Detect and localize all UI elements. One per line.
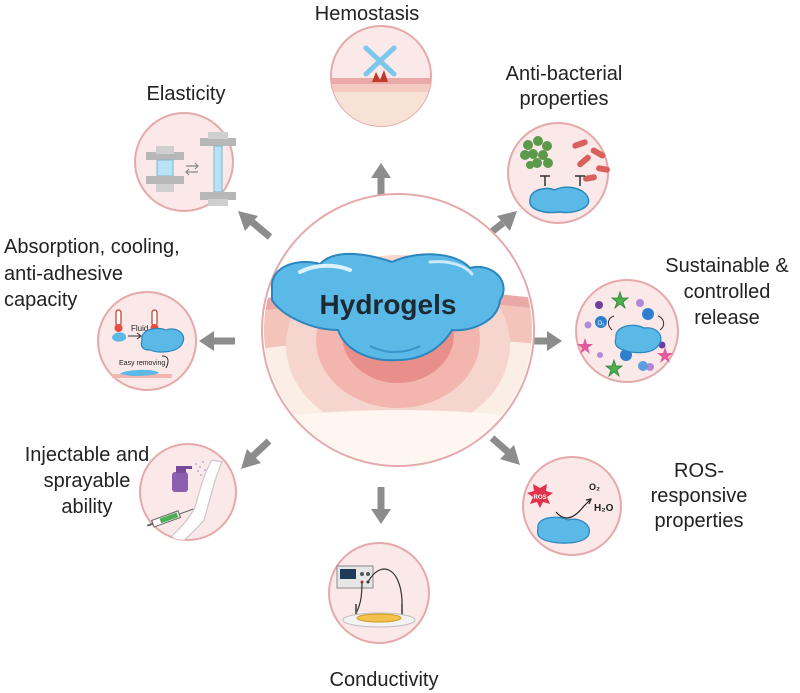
- ros-label-line-2: responsive: [651, 485, 748, 507]
- cocci-bacteria-icon: [520, 136, 553, 169]
- conductivity-circle: [328, 542, 430, 644]
- injectable-label-line-3: ability: [61, 496, 112, 518]
- release-label: Sustainable & controlled release: [665, 255, 789, 329]
- release-label-line-1: Sustainable &: [665, 255, 789, 277]
- antibacterial-label-line-2: properties: [520, 88, 609, 110]
- absorption-label-line-2: anti-adhesive: [4, 263, 123, 285]
- h2o-label: H₂O: [594, 503, 614, 514]
- center-circle: Hydrogels: [261, 193, 535, 467]
- syringe-icon: [146, 508, 194, 528]
- drop-icon: [112, 332, 127, 342]
- absorption-label-line-3: capacity: [4, 289, 77, 311]
- antibacterial-circle: [507, 122, 610, 224]
- arrow-upper-left: [238, 211, 273, 240]
- conductivity-label: Conductivity: [330, 669, 439, 691]
- fluid-label: Fluid: [131, 324, 148, 333]
- inhibit-icon: [540, 175, 585, 186]
- absorption-label-line-1: Absorption, cooling,: [4, 236, 180, 258]
- arrow-lower-left: [241, 438, 272, 469]
- elasticity-circle: [134, 112, 236, 212]
- ros-label-group: ROS- responsive properties: [651, 460, 748, 532]
- center-title: Hydrogels: [320, 289, 457, 320]
- release-label-line-2: controlled: [684, 281, 771, 303]
- easy-removing-label: Easy removing: [119, 360, 165, 367]
- arrow-left: [199, 331, 235, 351]
- hydrogel-icon: [140, 327, 185, 353]
- ros-label-line-1: ROS-: [674, 460, 724, 482]
- o2-label: O₂: [589, 482, 600, 492]
- ros-label-line-3: properties: [655, 510, 744, 532]
- elasticity-label: Elasticity: [147, 83, 226, 105]
- arrow-lower-right: [489, 435, 520, 465]
- injectable-label-line-2: sprayable: [44, 470, 131, 492]
- antibacterial-label-line-1: Anti-bacterial: [506, 63, 623, 85]
- hydrogel-icon: [529, 186, 590, 214]
- hemostasis-label: Hemostasis: [315, 3, 419, 25]
- hydrogel-blob: [270, 252, 505, 362]
- injectable-circle: [139, 443, 237, 541]
- hydrogel-icon: [614, 324, 662, 354]
- cross-icon: [363, 45, 397, 77]
- antibacterial-label: Anti-bacterial properties: [506, 63, 623, 110]
- injectable-label: Injectable and sprayable ability: [25, 444, 150, 518]
- ros-label: ROS: [533, 495, 546, 501]
- tensile-tester-icon: [146, 132, 236, 206]
- spray-bottle-icon: [172, 461, 206, 492]
- star-icons: [577, 290, 673, 378]
- hemostasis-circle: [330, 25, 432, 127]
- absorption-circle: Fluid Easy removing: [97, 291, 197, 391]
- arrow-down: [371, 487, 391, 524]
- hydrogel-icon: [536, 516, 590, 544]
- ros-burst-icon: [527, 482, 553, 508]
- injectable-label-line-1: Injectable and: [25, 444, 150, 466]
- absorption-label: Absorption, cooling, anti-adhesive capac…: [4, 236, 180, 311]
- ros-circle: ROS O₂ H₂O: [522, 456, 622, 556]
- molecule-icons: O₂: [584, 299, 666, 371]
- power-supply-icon: [336, 565, 374, 589]
- o2-label: O₂: [598, 321, 606, 327]
- bacilli-bacteria-icon: [572, 139, 610, 182]
- release-label-line-3: release: [694, 307, 760, 329]
- thermometer-icon: [114, 309, 123, 332]
- release-circle: O₂: [575, 279, 679, 383]
- arm-icon: [171, 459, 223, 540]
